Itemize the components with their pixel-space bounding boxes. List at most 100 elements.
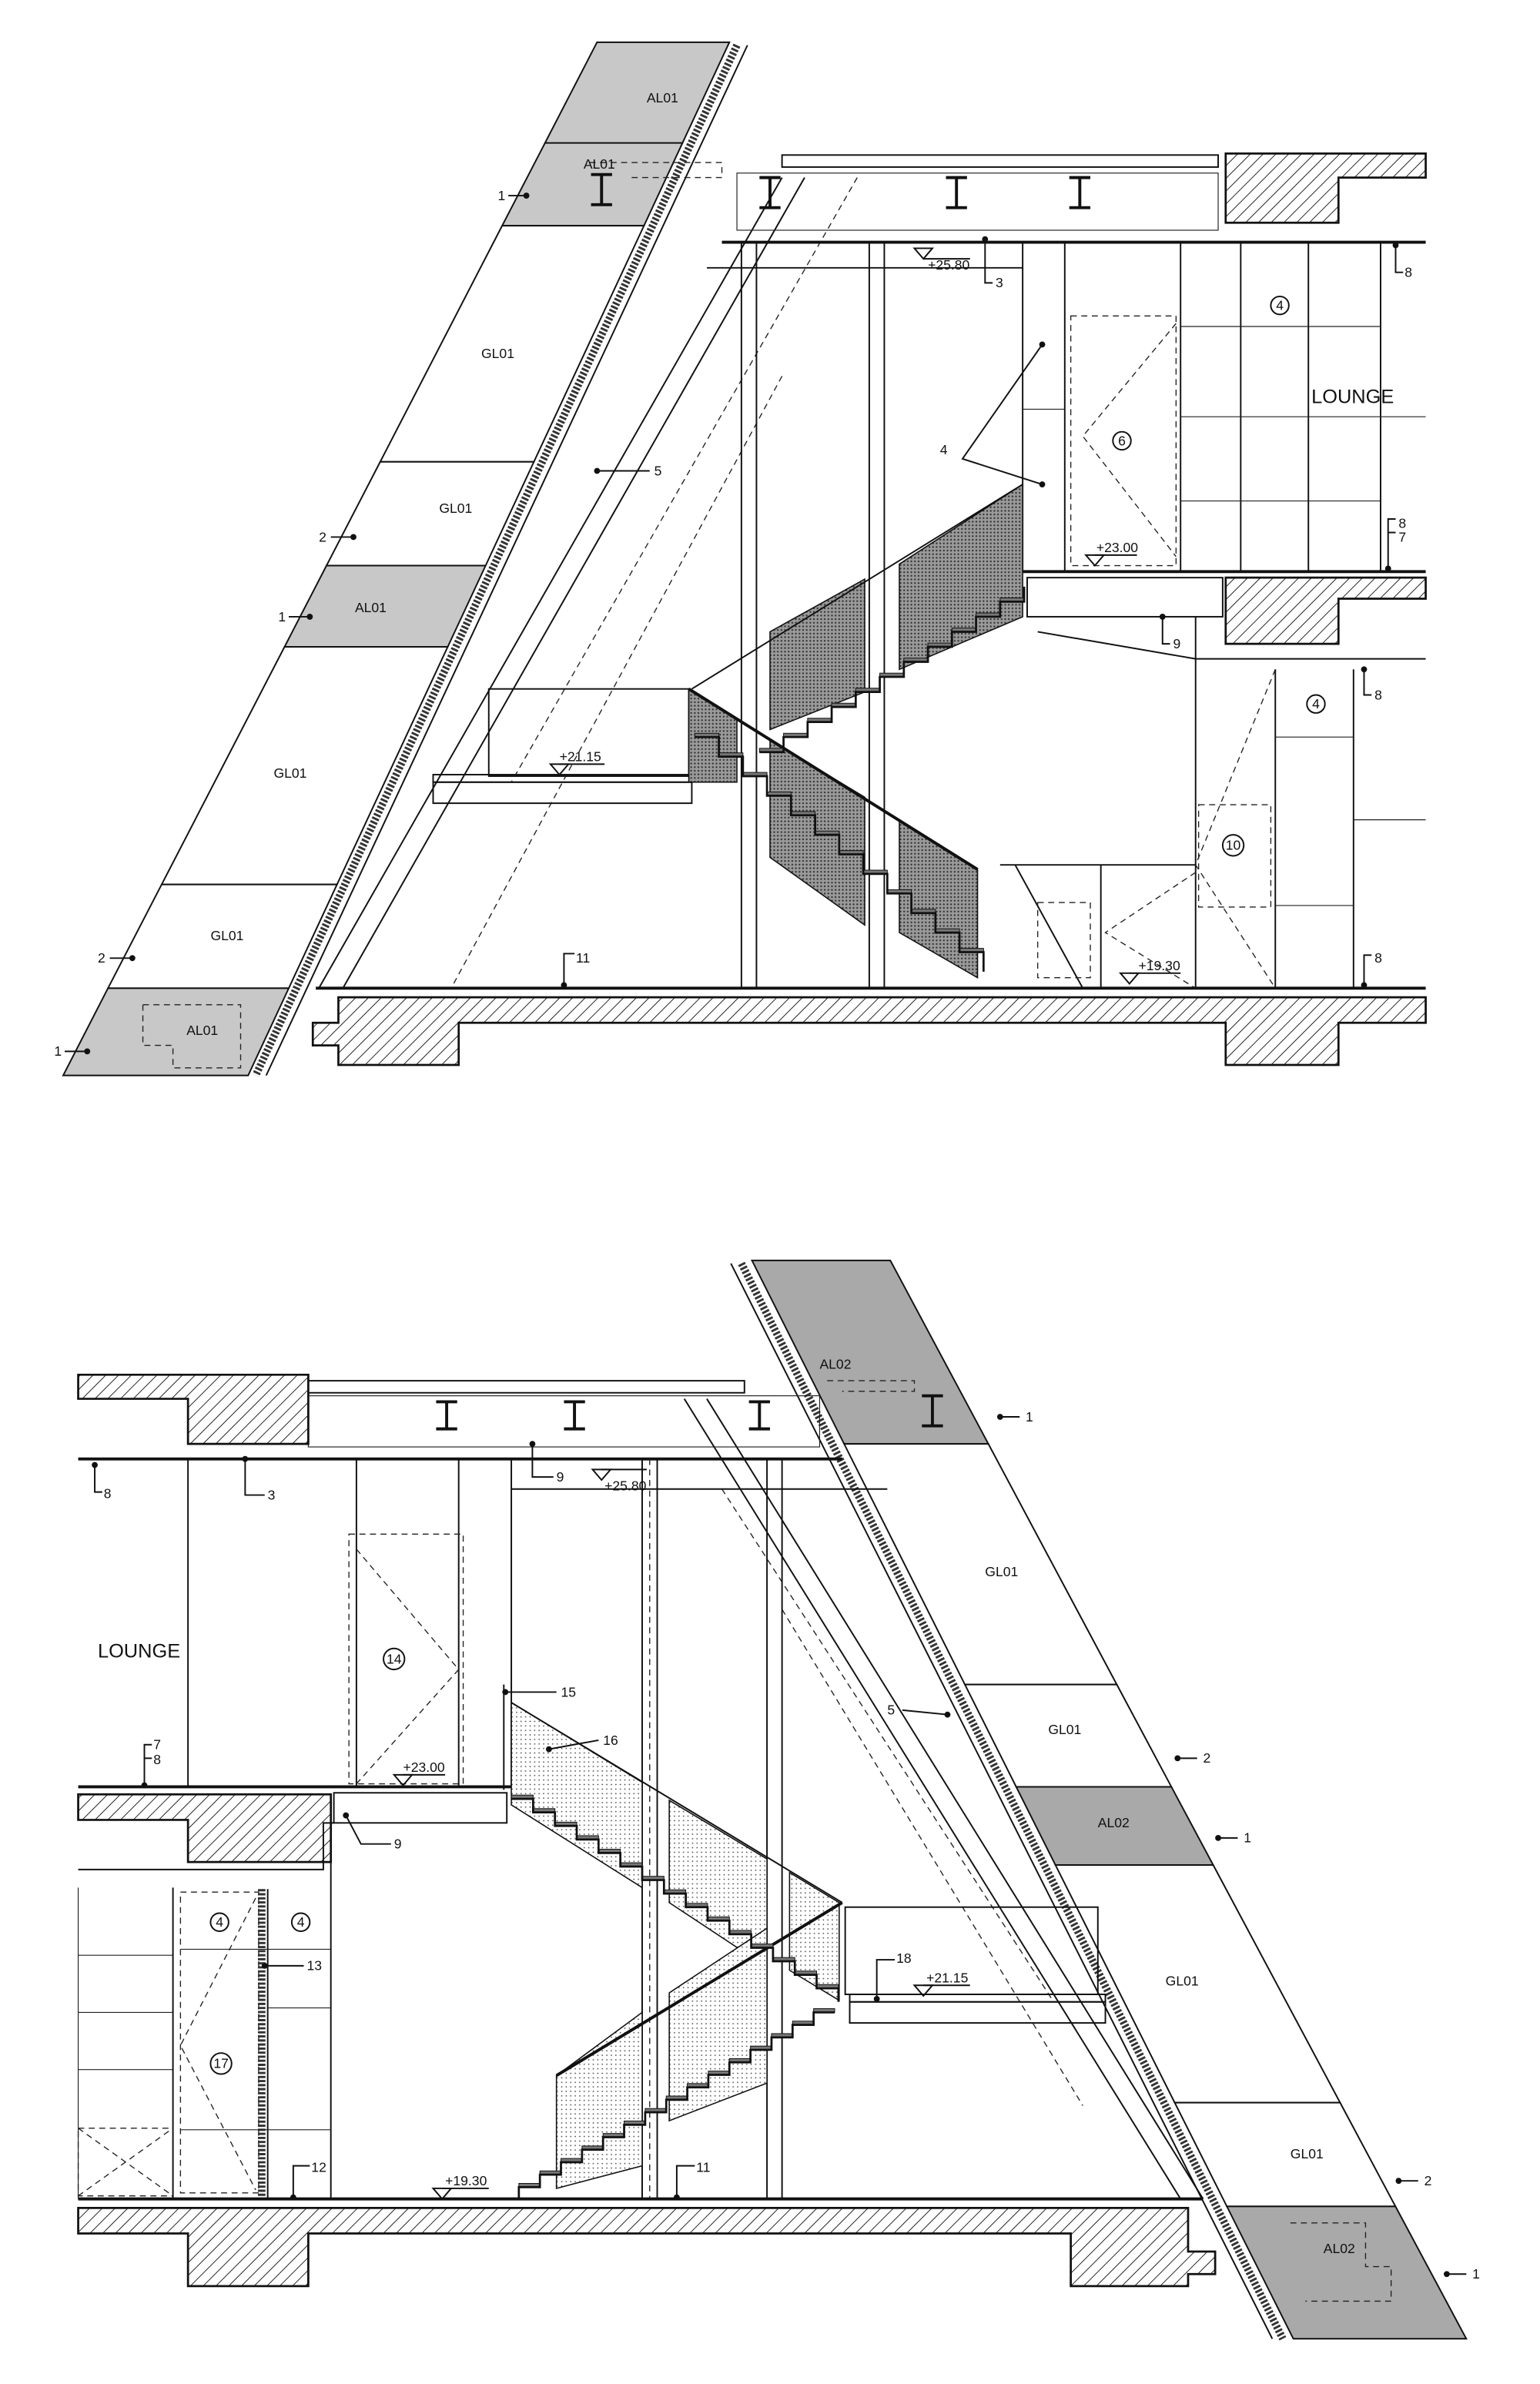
bottom-facade: AL02 GL01 GL01 AL02 GL01 GL01 AL02 bbox=[730, 1259, 1468, 2341]
door-tag: 14 bbox=[383, 1647, 406, 1671]
drawing-label: 2 bbox=[98, 950, 105, 966]
stair-guard-mesh bbox=[899, 483, 1023, 671]
facade-panel bbox=[750, 1259, 990, 1445]
drawing-label: 9 bbox=[1173, 636, 1180, 651]
drawing-line bbox=[1194, 669, 1276, 989]
concrete-slab bbox=[1224, 576, 1427, 645]
stair-guard-mesh bbox=[788, 1871, 840, 2002]
drawing-line bbox=[348, 1533, 464, 1785]
i-beam-icon bbox=[1069, 176, 1091, 209]
drawing-line bbox=[431, 2187, 454, 2201]
callout: 1 bbox=[497, 188, 530, 203]
drawing-line bbox=[1070, 315, 1177, 567]
stair-guard-mesh bbox=[668, 1927, 768, 2122]
level-marker: +19.30 bbox=[431, 2173, 489, 2201]
callout: 8 bbox=[92, 1462, 112, 1501]
drawing-line bbox=[1363, 954, 1372, 986]
callout: 5 bbox=[594, 463, 662, 478]
i-beam-icon bbox=[564, 1400, 585, 1431]
i-beam-icon bbox=[922, 1394, 943, 1428]
drawing-label: 16 bbox=[603, 1733, 618, 1748]
drawing-label: 1 bbox=[54, 1043, 62, 1059]
drawing-line bbox=[691, 484, 1023, 690]
drawing-line bbox=[844, 1906, 1099, 1995]
stair-flights bbox=[511, 1794, 840, 2200]
leader-dot bbox=[383, 1647, 406, 1671]
drawing-label: 11 bbox=[576, 950, 590, 966]
drawing-line bbox=[1084, 554, 1106, 568]
facade-panel bbox=[62, 987, 290, 1076]
drawing-line bbox=[450, 376, 783, 989]
drawing-label: 8 bbox=[104, 1485, 112, 1501]
callout: 8 bbox=[1361, 666, 1382, 702]
drawing-line bbox=[432, 781, 693, 805]
callout: 3 bbox=[982, 236, 1003, 290]
drawing-label: 5 bbox=[654, 463, 662, 478]
drawing-line bbox=[902, 1709, 948, 1716]
stair-stringer bbox=[695, 735, 985, 972]
door-tag: 10 bbox=[1221, 834, 1245, 857]
drawing-label: 4 bbox=[1312, 696, 1320, 712]
drawing-line bbox=[265, 45, 748, 1076]
drawing-label: 2 bbox=[1204, 1750, 1211, 1766]
drawing-line bbox=[675, 2165, 695, 2198]
drawing-line bbox=[1014, 864, 1084, 989]
drawing-line bbox=[1118, 972, 1140, 985]
panel-label: AL01 bbox=[584, 156, 615, 172]
drawing-line bbox=[356, 1549, 460, 1785]
room-tag: 4 bbox=[1270, 295, 1290, 316]
drawing-label: 18 bbox=[896, 1950, 912, 1966]
drawing-line bbox=[827, 1380, 916, 1392]
i-beam-icon bbox=[748, 1400, 770, 1431]
callout: 2 bbox=[1395, 2173, 1431, 2188]
drawing-line bbox=[706, 1398, 1204, 2200]
callout: 11 bbox=[674, 2159, 711, 2201]
callout: 2 bbox=[98, 950, 136, 966]
drawing-line bbox=[1290, 2222, 1392, 2302]
drawing-label: +21.15 bbox=[560, 748, 601, 764]
drawing-line bbox=[1037, 631, 1196, 660]
drawing-label: 6 bbox=[1118, 433, 1126, 448]
drawing-label: 4 bbox=[216, 1914, 223, 1930]
panel-label: GL01 bbox=[1166, 1973, 1199, 1988]
leader-dot bbox=[290, 1912, 311, 1932]
drawing-line bbox=[781, 154, 1220, 168]
door-tag: 17 bbox=[209, 2052, 233, 2075]
facade-panel bbox=[1173, 2101, 1397, 2208]
i-beam-icon bbox=[759, 176, 781, 209]
drawing-label: +19.30 bbox=[1139, 958, 1180, 973]
facade-panel bbox=[379, 225, 645, 463]
leader-dot bbox=[209, 1912, 229, 1932]
concrete-slab bbox=[77, 1793, 333, 1863]
panel-label: GL01 bbox=[1291, 2146, 1324, 2161]
drawing-line bbox=[179, 1897, 256, 2191]
drawing-label: +25.80 bbox=[928, 257, 969, 273]
drawing-line bbox=[961, 343, 1043, 485]
panel-label: AL01 bbox=[355, 600, 387, 615]
drawing-line bbox=[78, 1822, 334, 1870]
bottom-section: AL02 GL01 GL01 AL02 GL01 GL01 AL02 bbox=[77, 1259, 1480, 2341]
panel-label: AL02 bbox=[1098, 1815, 1130, 1830]
drawing-line bbox=[252, 43, 741, 1077]
drawing-line bbox=[849, 1994, 1106, 2003]
drawing-line bbox=[342, 177, 805, 989]
drawing-line bbox=[782, 1609, 1083, 2106]
level-marker: +21.15 bbox=[548, 748, 605, 776]
drawing-line bbox=[548, 1739, 599, 1750]
drawing-line bbox=[511, 1702, 843, 1904]
drawing-line bbox=[589, 162, 723, 179]
drawing-line bbox=[345, 1815, 391, 1845]
drawing-line bbox=[688, 688, 979, 871]
callout: 78 bbox=[141, 1737, 161, 1789]
callout: 1 bbox=[1444, 2266, 1480, 2282]
i-beam-icon bbox=[591, 172, 612, 206]
i-beam-icon bbox=[946, 176, 967, 209]
drawing-line bbox=[721, 1488, 1053, 2001]
drawing-line bbox=[984, 239, 993, 284]
room-label: LOUNGE bbox=[1311, 387, 1394, 408]
concrete-slab bbox=[77, 2206, 1217, 2288]
concrete-slab bbox=[311, 996, 1427, 1066]
callout: 87 bbox=[1384, 516, 1406, 572]
drawing-line bbox=[292, 2165, 310, 2198]
panel-label: GL01 bbox=[273, 765, 306, 781]
